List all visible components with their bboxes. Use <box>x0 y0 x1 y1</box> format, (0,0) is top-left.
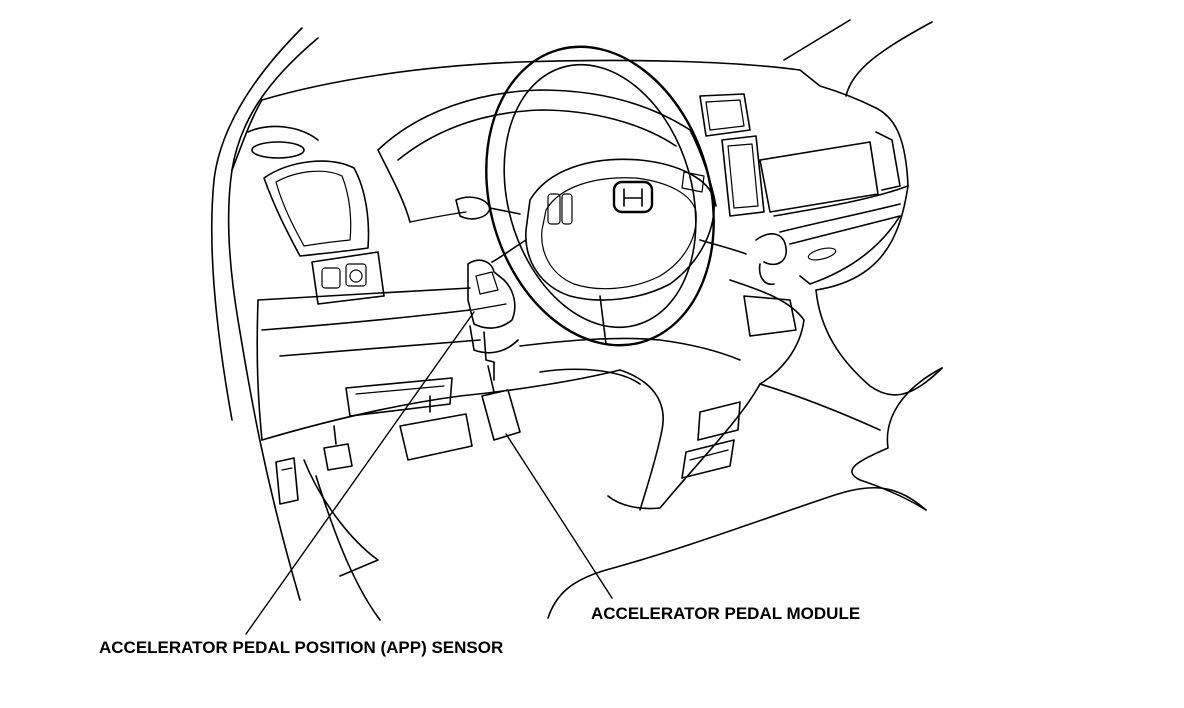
knee-vent <box>345 377 453 417</box>
parking-pedal <box>323 425 353 471</box>
accelerator-pedal-module <box>481 365 521 441</box>
pedal-module-label: ACCELERATOR PEDAL MODULE <box>591 604 861 623</box>
glove-box <box>789 215 901 285</box>
right-side-body <box>815 185 943 511</box>
steering-buttons-right <box>681 171 705 193</box>
floor-contours <box>547 383 927 619</box>
shift-lever <box>755 233 787 286</box>
center-vents <box>699 93 765 217</box>
brake-pedal <box>399 395 473 461</box>
kick-panel <box>275 457 381 621</box>
left-center-vent <box>263 160 370 257</box>
honda-emblem <box>612 180 654 214</box>
steering-wheel <box>485 45 747 347</box>
left-side-vent <box>247 125 319 159</box>
instrument-cluster-hood <box>377 89 717 223</box>
leader-pedal-module <box>505 433 613 599</box>
app-sensor-assembly <box>455 196 521 381</box>
a-pillar <box>210 27 319 601</box>
steering-buttons-left <box>547 193 573 225</box>
leader-app-sensor <box>245 311 475 635</box>
dashboard-top <box>231 19 933 187</box>
app-sensor-label: ACCELERATOR PEDAL POSITION (APP) SENSOR <box>99 638 504 657</box>
center-console <box>607 279 805 510</box>
passenger-dash <box>759 131 909 233</box>
left-switch-panel <box>311 251 385 305</box>
lower-dash <box>256 287 741 511</box>
